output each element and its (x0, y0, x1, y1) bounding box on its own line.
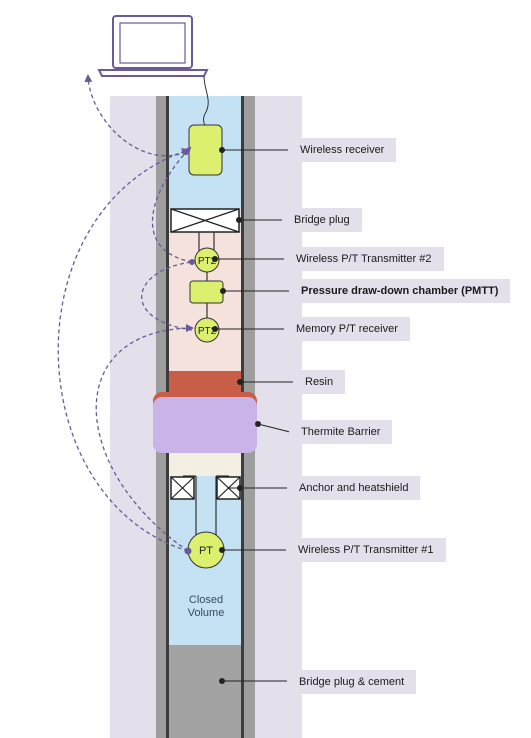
pt2-upper-label: PT2 (198, 256, 217, 267)
signal-origin-pt2 (189, 259, 195, 265)
leader-dot-anchor (237, 485, 243, 491)
leader-thermite (257, 423, 291, 433)
cement-plug (169, 645, 241, 738)
leader-dot-pt2 (212, 256, 218, 262)
label-pt-transmitter-2: Wireless P/T Transmitter #2 (284, 247, 444, 271)
thermite-barrier (153, 397, 257, 453)
laptop-cable (202, 75, 209, 128)
leader-dot-memory (212, 326, 218, 332)
heatshield-zone (169, 452, 241, 476)
bridge-plug-shape (170, 208, 240, 233)
label-wireless-receiver: Wireless receiver (288, 138, 397, 162)
leader-dot-bridge-plug (236, 217, 242, 223)
label-thermite-barrier: Thermite Barrier (289, 420, 393, 444)
closed-volume-line1: Closed (189, 594, 223, 606)
pt-transmitter-2-gauge (194, 247, 220, 273)
leader-dot-resin (237, 379, 243, 385)
leader-dot-chamber (220, 288, 226, 294)
laptop-icon (97, 15, 209, 77)
signal-receiver-to-laptop (84, 74, 187, 157)
label-memory-receiver: Memory P/T receiver (284, 317, 410, 341)
leader-dot-pt1 (219, 547, 225, 553)
pt1-label: PT (199, 545, 213, 557)
resin-layer (169, 371, 241, 393)
closed-volume-line2: Volume (188, 607, 225, 619)
signal-pt1-to-receiver (57, 148, 190, 552)
label-bridge-plug-cement: Bridge plug & cement (287, 670, 417, 694)
wireless-receiver-device (188, 124, 223, 176)
signal-origin-receiver (183, 149, 189, 155)
memory-receiver-gauge (194, 317, 220, 343)
signal-origin-pt1 (184, 547, 192, 555)
pressure-chamber-device (189, 280, 224, 304)
label-resin: Resin (293, 370, 346, 394)
label-bridge-plug: Bridge plug (282, 208, 362, 232)
leader-dot-receiver (219, 147, 225, 153)
anchor-block-left (170, 476, 195, 500)
label-anchor-heatshield: Anchor and heatshield (287, 476, 421, 500)
signal-memory-to-pt2 (141, 261, 193, 331)
label-pt-transmitter-1: Wireless P/T Transmitter #1 (286, 538, 446, 562)
leader-dot-thermite (255, 421, 261, 427)
pt2-lower-label: PT2 (198, 326, 217, 337)
leader-dot-cement (219, 678, 225, 684)
label-pressure-chamber: Pressure draw-down chamber (PMTT) (289, 279, 511, 303)
